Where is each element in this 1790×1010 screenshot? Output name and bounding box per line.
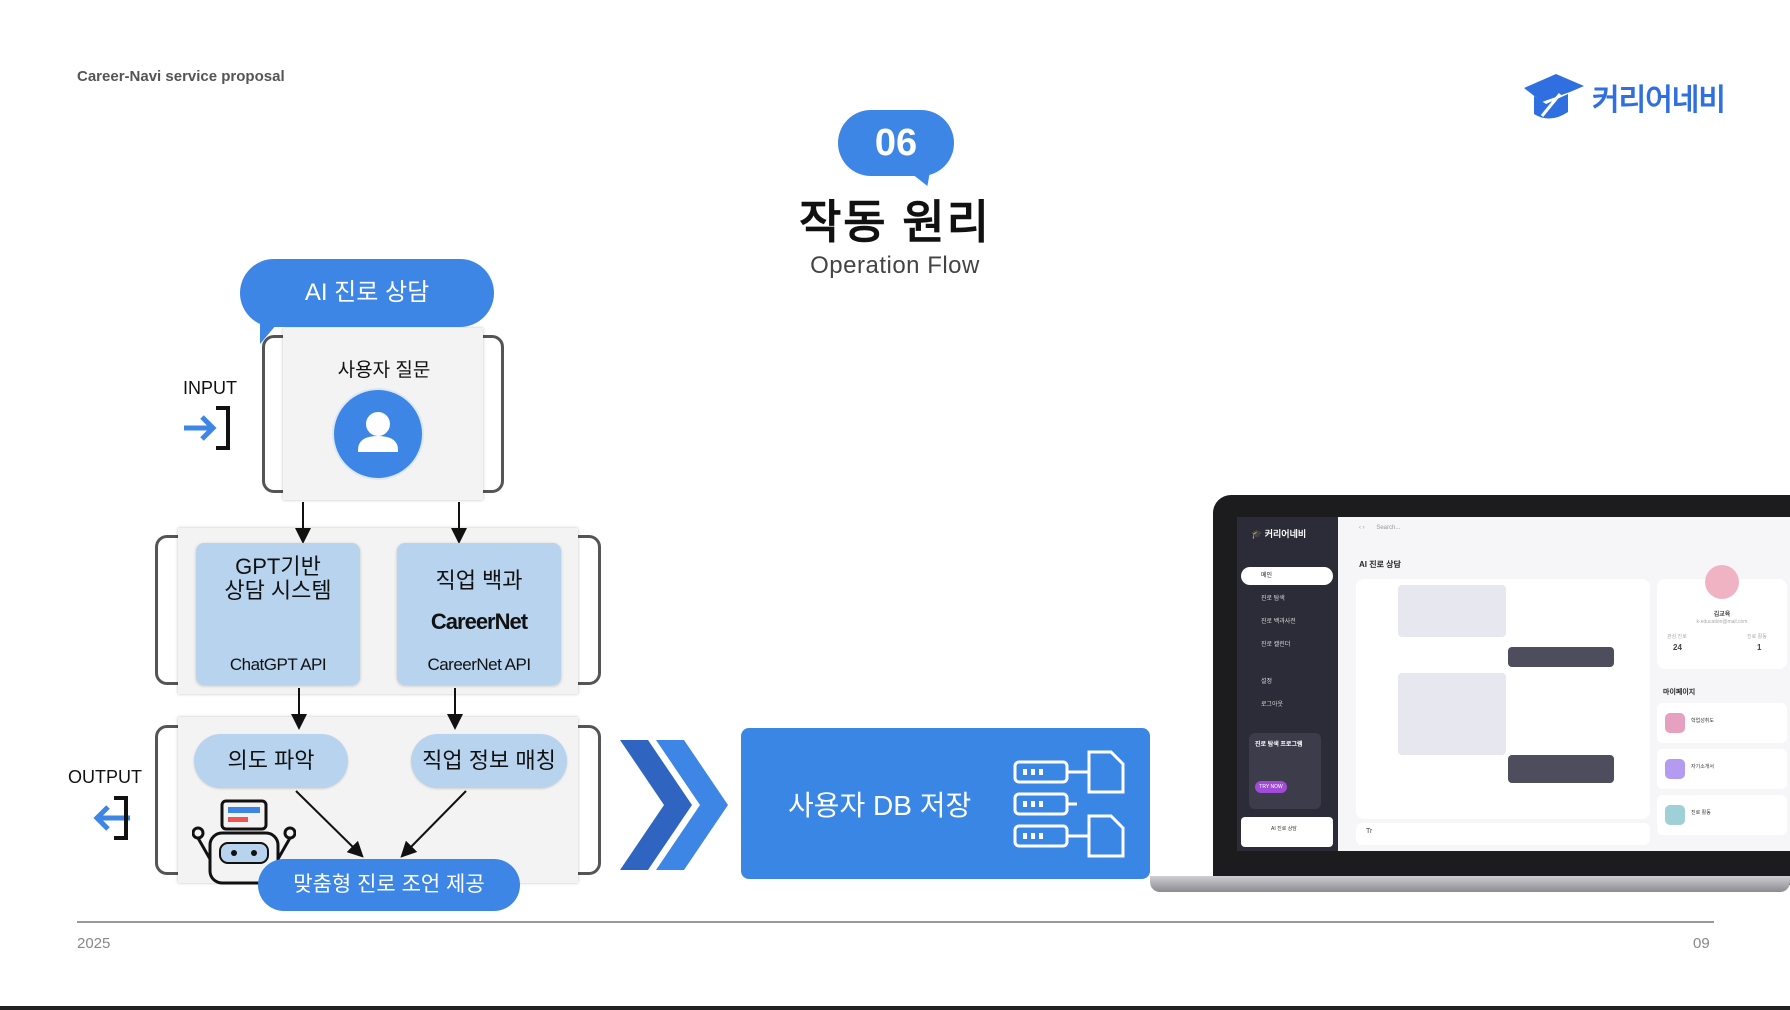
robot-icon <box>192 799 296 885</box>
brand-label: Career-Navi service proposal <box>77 68 285 85</box>
login-icon <box>184 406 230 450</box>
stat-label: 관심 진로 <box>1667 634 1687 640</box>
footer-year: 2025 <box>77 935 111 952</box>
mypage-item-label: 진로 활동 <box>1691 810 1711 816</box>
profile-card: 김교육 k-education@mail.com 관심 진로 24 진로 활동 … <box>1657 565 1787 669</box>
careernet-logo: CareerNet <box>430 609 528 634</box>
page-title: 작동 원리 <box>798 196 992 248</box>
mypage-item[interactable]: 자기소개서 <box>1657 749 1787 789</box>
nav-item-main[interactable]: 메인 <box>1241 567 1333 585</box>
page-number: 09 <box>1693 935 1710 952</box>
promo-title: 진로 탐색 프로그램 <box>1255 742 1303 748</box>
nav-item-explore[interactable]: 진로 탐색 <box>1261 596 1285 602</box>
laptop-screen: 🎓 커리어네비 메인 진로 탐색 진로 백과사전 진로 캘린더 설정 로그아웃 … <box>1237 517 1790 851</box>
gpt-card: GPT기반 상담 시스템 ChatGPT API <box>196 543 360 685</box>
gpt-card-title-1: GPT기반 <box>235 554 321 579</box>
arrow-intent-to-result <box>295 790 364 858</box>
double-chevron-icon <box>620 740 728 870</box>
chat-bubble-user <box>1508 647 1614 667</box>
logout-icon <box>93 796 130 840</box>
page-subtitle: Operation Flow <box>810 252 980 279</box>
output-label: OUTPUT <box>68 767 142 787</box>
input-label: INPUT <box>183 378 237 398</box>
mypage-item-label: 학업성취도 <box>1691 718 1715 724</box>
job-card-api: CareerNet API <box>427 655 531 674</box>
mypage-item[interactable]: 진로 활동 <box>1657 795 1787 835</box>
job-match-oval: 직업 정보 매칭 <box>411 734 567 788</box>
app-sidebar: 🎓 커리어네비 메인 진로 탐색 진로 백과사전 진로 캘린더 설정 로그아웃 … <box>1237 517 1338 851</box>
user-avatar <box>334 390 422 478</box>
arrow-match-to-result <box>400 790 467 858</box>
stat-label: 진로 활동 <box>1747 634 1767 640</box>
profile-name: 김교육 <box>1713 612 1731 618</box>
user-db-label: 사용자 DB 저장 <box>788 790 972 821</box>
profile-avatar <box>1705 565 1739 599</box>
stat-value: 24 <box>1673 643 1682 652</box>
app-logo: 🎓 커리어네비 <box>1251 527 1306 540</box>
logo: 커리어네비 <box>1520 70 1726 124</box>
laptop-base <box>1150 876 1790 892</box>
graduation-cap-icon: 🎓 <box>1251 529 1263 539</box>
chat-panel <box>1356 579 1650 819</box>
search-input[interactable]: Search... <box>1376 525 1401 531</box>
stat-value: 1 <box>1757 643 1762 652</box>
screen-page-title: AI 진로 상담 <box>1359 560 1401 569</box>
job-card-title: 직업 백과 <box>435 568 523 593</box>
back-icon[interactable]: ‹ › <box>1359 525 1365 531</box>
sidebar-user[interactable]: AI 진로 상담 <box>1241 817 1333 847</box>
promo-card: 진로 탐색 프로그램 TRY NOW <box>1249 733 1321 809</box>
user-question-label: 사용자 질문 <box>337 360 431 381</box>
job-card: 직업 백과 CareerNet CareerNet API <box>397 543 561 685</box>
mypage-item-label: 자기소개서 <box>1691 764 1715 770</box>
pill-tail <box>260 318 282 344</box>
gpt-card-api: ChatGPT API <box>229 655 327 674</box>
chat-bubble-ai <box>1398 585 1506 637</box>
trophy-icon <box>1665 713 1685 733</box>
try-now-button[interactable]: TRY NOW <box>1255 781 1287 793</box>
activity-icon <box>1665 805 1685 825</box>
chat-bubble-ai <box>1398 673 1506 755</box>
section-number-badge: 06 <box>838 110 954 176</box>
custom-advice-pill: 맞춤형 진로 조언 제공 <box>258 859 520 911</box>
mypage-item[interactable]: 학업성취도 <box>1657 703 1787 743</box>
user-icon <box>358 412 398 452</box>
app-name: 커리어네비 <box>1264 529 1307 539</box>
pencil-icon <box>1665 759 1685 779</box>
logo-text: 커리어네비 <box>1592 84 1726 117</box>
nav-item-dictionary[interactable]: 진로 백과사전 <box>1261 619 1296 625</box>
mypage-title: 마이페이지 <box>1663 689 1696 696</box>
chat-bubble-user <box>1508 755 1614 783</box>
nav-item-logout[interactable]: 로그아웃 <box>1261 702 1284 708</box>
database-server-icon <box>1013 750 1125 858</box>
bottom-border <box>0 1006 1790 1010</box>
user-db-box <box>741 728 1150 879</box>
topbar: ‹ › Search... <box>1359 525 1400 531</box>
nav-item-calendar[interactable]: 진로 캘린더 <box>1261 642 1291 648</box>
profile-email: k-education@mail.com <box>1696 619 1748 625</box>
nav-item-settings[interactable]: 설정 <box>1261 679 1273 685</box>
graduation-cap-icon <box>1524 74 1584 119</box>
chat-input[interactable]: Tr <box>1356 823 1650 845</box>
footer-divider <box>77 921 1714 923</box>
gpt-card-title-2: 상담 시스템 <box>224 578 332 603</box>
ai-counseling-pill: AI 진로 상담 <box>240 259 494 327</box>
intent-oval: 의도 파악 <box>194 734 348 788</box>
